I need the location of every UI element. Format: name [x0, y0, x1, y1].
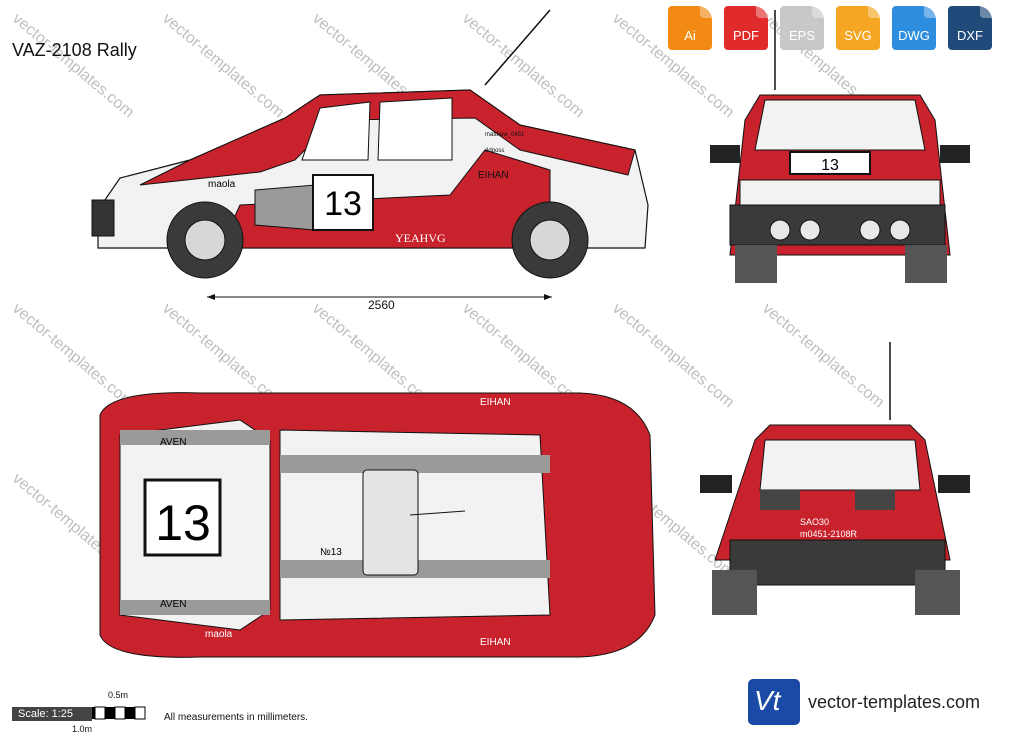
door-number-panel — [312, 174, 374, 231]
scale-label: Scale: 1:25 — [12, 707, 92, 721]
antenna — [484, 9, 551, 86]
svg-text:SAO30: SAO30 — [800, 517, 829, 527]
tyre — [735, 245, 777, 283]
rear-rim — [529, 219, 571, 261]
svg-text:EIHAN: EIHAN — [480, 637, 511, 648]
side-sponsor: YEAHVG — [395, 231, 446, 245]
pointer-arrow — [409, 510, 466, 516]
driver-2: ddposs — [485, 148, 504, 154]
format-svg-badge[interactable]: SVG — [836, 6, 880, 50]
spotlight — [769, 219, 791, 241]
vt-logo[interactable]: Vt — [748, 679, 800, 725]
mirror-right — [938, 475, 970, 493]
bonnet-number: 13 — [155, 495, 211, 551]
svg-text:AVEN: AVEN — [160, 599, 187, 610]
windscreen — [754, 99, 926, 151]
tyre — [915, 570, 960, 615]
tail-light-left — [760, 490, 800, 510]
svg-text:maola: maola — [205, 629, 233, 640]
mirror-left — [710, 145, 740, 163]
side-maola: maola — [208, 179, 236, 190]
side-window-rear — [377, 97, 453, 161]
rear-view-drawing: SAO30 m0451-2108R — [700, 342, 970, 615]
mirror-right — [940, 145, 970, 163]
spotlight — [889, 219, 911, 241]
svg-text:EIHAN: EIHAN — [480, 397, 511, 408]
bonnet-stripe — [120, 600, 270, 615]
side-view-drawing: 13 YEAHVG maola EIHAN matthew_0451 ddpos… — [91, 9, 649, 300]
scale-full: 1.0m — [72, 724, 93, 734]
dimension-length: 2560 — [368, 298, 395, 312]
tyre — [712, 570, 757, 615]
format-eps-badge[interactable]: EPS — [780, 6, 824, 50]
format-pdf-badge[interactable]: PDF — [724, 6, 768, 50]
tail-light-right — [855, 490, 895, 510]
body-red-upper — [139, 89, 636, 186]
spotlight — [799, 219, 821, 241]
spotlight — [859, 219, 881, 241]
top-view-drawing: 13 AVEN AVEN maola EIHAN EIHAN №13 — [99, 392, 656, 658]
bonnet-stripe — [120, 430, 270, 445]
rear-bumper — [729, 539, 946, 586]
svg-text:AVEN: AVEN — [160, 437, 187, 448]
svg-text:№13: №13 — [320, 547, 342, 558]
format-dwg-badge[interactable]: DWG — [892, 6, 936, 50]
page-title: VAZ-2108 Rally — [12, 40, 137, 60]
rear-window — [759, 439, 921, 491]
tyre — [905, 245, 947, 283]
format-dxf-badge[interactable]: DXF — [948, 6, 992, 50]
scale-half: 0.5m — [108, 690, 129, 700]
front-bumper — [729, 204, 946, 246]
side-eihan: EIHAN — [478, 170, 509, 181]
roof-hatch — [362, 469, 419, 576]
measurement-note: All measurements in millimeters. — [164, 712, 308, 723]
bonnet-number-panel — [143, 478, 222, 557]
front-view-drawing: 13 — [710, 10, 970, 283]
front-rim — [184, 219, 226, 261]
format-ai-badge[interactable]: Ai — [668, 6, 712, 50]
side-window-front — [301, 101, 371, 161]
door-number: 13 — [324, 185, 362, 223]
driver-1: matthew_0451 — [485, 132, 525, 138]
stripe-grey — [254, 184, 316, 231]
svg-text:m0451-2108R: m0451-2108R — [800, 529, 858, 539]
svg-text:13: 13 — [821, 157, 839, 174]
brand-text[interactable]: vector-templates.com — [808, 692, 981, 712]
front-bumper — [91, 199, 115, 237]
mirror-left — [700, 475, 732, 493]
roof-stripe — [280, 455, 550, 473]
front-number-plate — [789, 151, 871, 175]
